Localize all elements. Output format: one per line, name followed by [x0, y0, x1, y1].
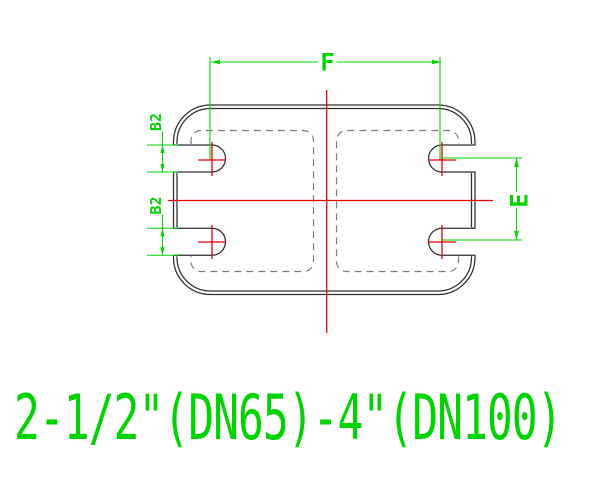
dimension-e-extension-lines — [442, 157, 522, 241]
dimension-e: E — [442, 157, 534, 241]
hidden-outline-right — [335, 129, 460, 273]
slot-center-mark-bottom-right — [428, 225, 456, 259]
arrow-up-icon — [514, 158, 519, 167]
dimension-e-label: E — [506, 193, 534, 207]
drawing-title-label: 2-1/2"(DN65)-4"(DN100) — [14, 382, 563, 456]
dimension-b2-top-label: B2 — [147, 113, 165, 131]
arrow-left-icon — [211, 59, 220, 65]
arrow-up-icon — [160, 145, 165, 153]
dimension-f: F — [209, 49, 441, 160]
arrow-down-icon — [514, 231, 519, 240]
slot-center-mark-top-left — [198, 142, 226, 176]
slot-center-mark-bottom-left — [198, 225, 226, 259]
dimension-b2-bottom-label: B2 — [147, 196, 165, 214]
dimension-f-extension-lines — [209, 57, 441, 160]
dimension-b2-top: B2 — [147, 113, 178, 173]
slot-center-mark-top-right — [428, 142, 456, 176]
arrow-down-icon — [160, 247, 165, 256]
arrow-up-icon — [160, 228, 165, 237]
arrow-down-icon — [160, 164, 165, 172]
part-outline — [172, 104, 476, 296]
centerlines — [168, 90, 493, 333]
dimension-b2-bottom: B2 — [147, 196, 178, 256]
arrow-right-icon — [432, 59, 441, 65]
part-inner-outline — [176, 107, 473, 292]
dimension-f-label: F — [320, 49, 334, 77]
